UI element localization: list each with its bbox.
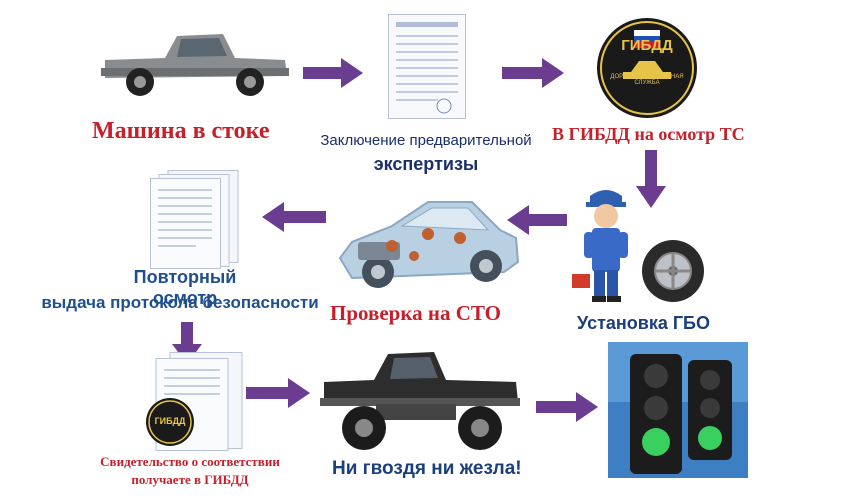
purple-arrow-icon [246, 378, 310, 408]
step-car-stock-label: Машина в стоке [92, 118, 270, 144]
gibdd-badge-title: ГИБДД [621, 37, 673, 54]
gibdd-badge-icon [595, 16, 699, 120]
step-cert-line1: Свидетельство о соответствии [100, 454, 280, 469]
mechanic-icon [570, 186, 642, 304]
gibdd-badge-ring-text: ДОРОЖНО-ПАТРУЛЬНАЯ СЛУЖБА [610, 74, 684, 86]
tire-icon [640, 238, 706, 304]
step-gibdd-inspect-label: В ГИБДД на осмотр ТС [552, 124, 745, 144]
xray-car-icon [332, 186, 522, 298]
purple-arrow-icon [636, 150, 666, 208]
step-repeat-line1: Повторный осмотр [133, 267, 237, 308]
step-sto-check-label: Проверка на СТО [330, 301, 501, 325]
purple-arrow-icon [303, 58, 363, 88]
purple-arrow-icon [262, 202, 326, 232]
purple-arrow-icon [507, 205, 567, 235]
step-final-label: Ни гвоздя ни жезла! [332, 458, 522, 479]
offroad-truck-icon [316, 342, 526, 454]
step-repeat-line2: выдача протокола безопасности [41, 293, 319, 312]
purple-arrow-icon [536, 392, 598, 422]
traffic-light-icon [608, 342, 748, 478]
certificate-document-icon [140, 350, 248, 452]
pickup-truck-icon [95, 22, 295, 102]
document-icon [388, 14, 466, 119]
step-prelim-line1: Заключение предварительной [320, 132, 532, 149]
step-prelim-line2: экспертизы [373, 154, 479, 174]
purple-arrow-icon [502, 58, 564, 88]
step-cert-line2: получаете в ГИБДД [131, 472, 249, 487]
step-gbo-install-label: Установка ГБО [577, 313, 710, 333]
gibdd-small-badge-title: ГИБДД [154, 416, 186, 426]
document-stack-icon [148, 170, 244, 270]
